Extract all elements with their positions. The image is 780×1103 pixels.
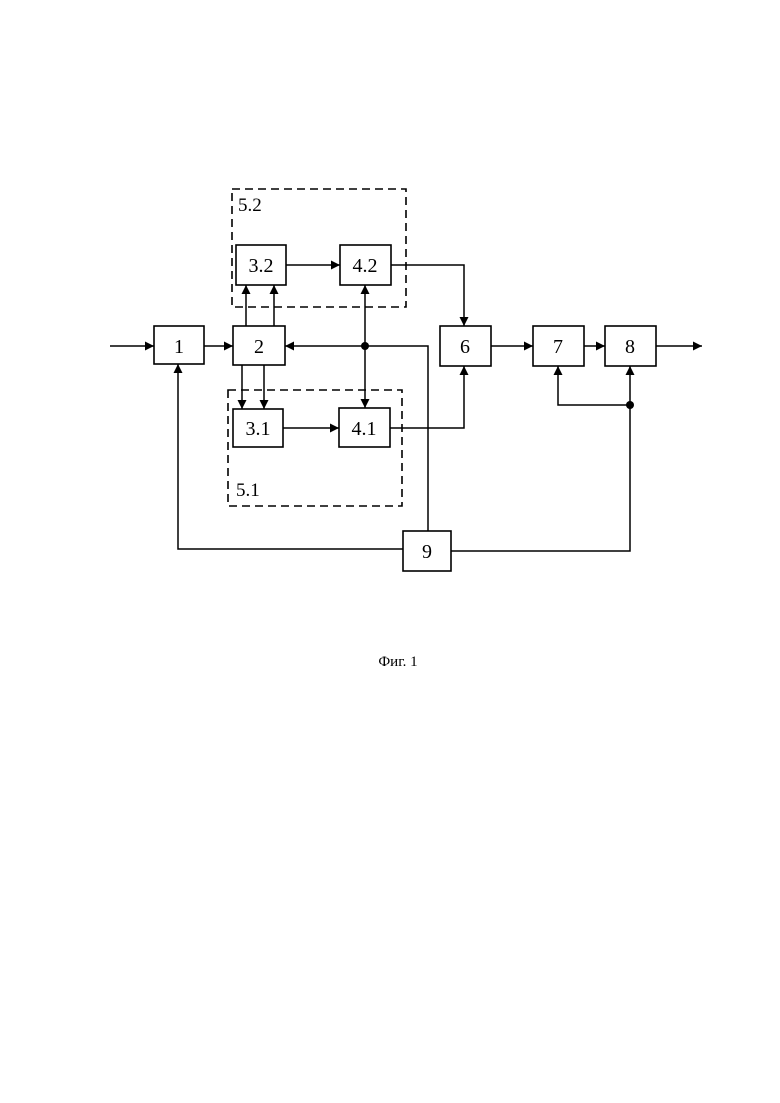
block-2: 2 [233,326,285,365]
junction-dot-right [626,401,634,409]
block-4-2-label: 4.2 [353,255,378,277]
group-5-2-label: 5.2 [238,195,262,216]
block-9-label: 9 [422,541,432,563]
block-3-1-label: 3.1 [246,418,271,440]
wire-9-to-8 [451,366,630,551]
block-1-label: 1 [174,336,184,358]
block-2-label: 2 [254,336,264,358]
block-6-label: 6 [460,336,470,358]
wire-4-2-to-6 [391,265,464,326]
junction-dot-bus [361,342,369,350]
block-4-1: 4.1 [339,408,390,447]
block-6: 6 [440,326,491,366]
figure-caption: Фиг. 1 [378,654,417,670]
block-7-label: 7 [553,336,563,358]
block-1: 1 [154,326,204,364]
group-5-1-label: 5.1 [236,480,260,501]
block-4-2: 4.2 [340,245,391,285]
wire-9-to-1 [178,364,403,549]
block-8-label: 8 [625,336,635,358]
block-7: 7 [533,326,584,366]
wire-9-to-7 [558,366,630,405]
block-3-2-label: 3.2 [249,255,274,277]
block-3-2: 3.2 [236,245,286,285]
block-8: 8 [605,326,656,366]
block-9: 9 [403,531,451,571]
block-3-1: 3.1 [233,409,283,447]
block-4-1-label: 4.1 [352,418,377,440]
connections [110,265,702,551]
wire-4-1-to-6 [390,366,464,428]
